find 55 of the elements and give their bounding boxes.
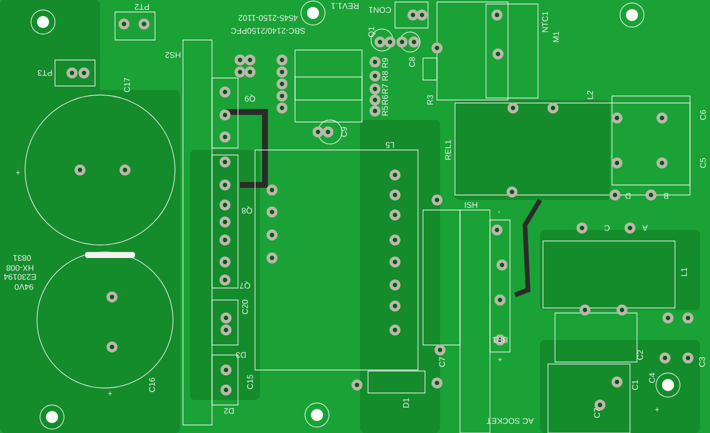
silkscreen-label: R7 bbox=[382, 84, 388, 94]
silkscreen-label: R5 bbox=[382, 106, 388, 116]
silkscreen-label: D1 bbox=[403, 398, 409, 408]
silkscreen-label: Q7 bbox=[240, 281, 250, 289]
silkscreen-label: R3 bbox=[427, 95, 433, 105]
silkscreen-label: 94V0 bbox=[14, 284, 34, 290]
silkscreen-label: Q9 bbox=[244, 94, 256, 102]
silkscreen-label: 0831 bbox=[13, 255, 31, 261]
silkscreen-label: C5 bbox=[700, 158, 706, 168]
silkscreen-label: ISH bbox=[464, 202, 478, 208]
silkscreen-label: C16 bbox=[149, 378, 155, 392]
silkscreen-label: + bbox=[16, 170, 20, 175]
silkscreen-label: PT2 bbox=[134, 4, 149, 10]
silkscreen-label: D3 bbox=[236, 352, 246, 358]
silkscreen-label: REV1.1 bbox=[331, 3, 358, 9]
silkscreen-label: L1 bbox=[681, 268, 687, 276]
silkscreen-label: C17 bbox=[124, 78, 130, 92]
silkscreen-label: E230194 bbox=[4, 274, 36, 280]
silkscreen-label: L5 bbox=[386, 142, 394, 148]
silkscreen-label: + bbox=[108, 392, 112, 396]
silkscreen-label: + bbox=[655, 408, 659, 412]
silkscreen-label: + bbox=[498, 358, 502, 362]
silkscreen-label: R6 bbox=[382, 95, 388, 105]
silkscreen-label: R9 bbox=[382, 58, 388, 68]
silkscreen-label: PT3 bbox=[38, 70, 52, 76]
silkscreen-label: L2 bbox=[587, 90, 593, 99]
silkscreen-label: D2 bbox=[224, 408, 234, 414]
silkscreen-label: B bbox=[664, 193, 668, 199]
silkscreen-label: Q1 bbox=[368, 26, 376, 38]
silkscreen-label: C8 bbox=[409, 57, 415, 67]
silkscreen-label: CON1 bbox=[369, 7, 391, 13]
silkscreen-label: D bbox=[625, 193, 630, 199]
silkscreen-label: - bbox=[498, 210, 500, 213]
silkscreen-label: HX-008 bbox=[6, 265, 34, 271]
silkscreen-label: Q8 bbox=[242, 206, 252, 214]
silkscreen-label: C bbox=[604, 225, 610, 231]
silkscreen-label: HS2 bbox=[165, 52, 180, 58]
silkscreen-label: C20 bbox=[242, 300, 248, 314]
silkscreen-label: R8 bbox=[382, 71, 388, 81]
silkscreen-label: C1 bbox=[632, 380, 638, 390]
silkscreen-label: A bbox=[642, 225, 648, 231]
silkscreen-label: C6 bbox=[700, 110, 706, 120]
silkscreen-label: BR1 bbox=[492, 337, 508, 343]
silkscreen-label: AC SOCKET bbox=[486, 418, 534, 424]
silkscreen-label: C15 bbox=[247, 374, 253, 390]
silkscreen-label: NTC1 bbox=[542, 12, 548, 32]
silkscreen-label: C7 bbox=[594, 408, 600, 418]
silkscreen-label: C4 bbox=[649, 373, 655, 383]
silkscreen-label: C3 bbox=[699, 357, 705, 367]
silkscreen-label: REL1 bbox=[445, 140, 451, 160]
silkscreen-label: 4545-2150-1102 bbox=[238, 15, 298, 21]
silkscreen-label: C2 bbox=[637, 350, 643, 360]
silkscreen-label: C7 bbox=[439, 357, 445, 367]
silkscreen-label: SBC-2140/2150PFC bbox=[230, 28, 306, 34]
silkscreen-label: M1 bbox=[553, 32, 559, 42]
